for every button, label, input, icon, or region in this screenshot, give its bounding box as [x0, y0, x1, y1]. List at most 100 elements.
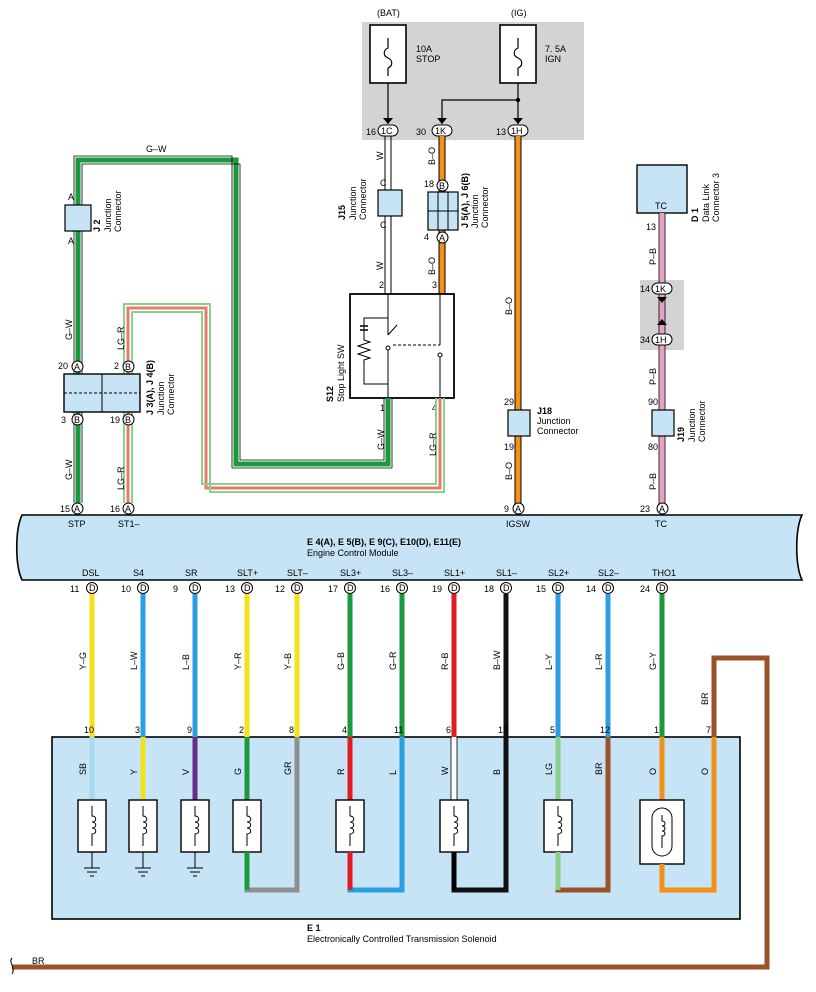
j2-code: J 2	[92, 219, 102, 232]
ecm-bottom-conn-letter: D	[294, 583, 301, 593]
j3-pin-2: 2	[114, 361, 119, 371]
s12-code: S12	[325, 386, 335, 402]
j5-conn-b: B	[439, 181, 445, 191]
wire-label-br2: BR	[32, 956, 45, 966]
j3-name-2: Connector	[166, 373, 176, 415]
ecm-term-stp: STP	[68, 519, 86, 529]
conn-1k-b: 1K	[655, 284, 666, 294]
j2-connector	[64, 204, 92, 232]
pin-90: 90	[648, 397, 658, 407]
solenoid-wire-label: GR	[283, 761, 293, 775]
s12-name: Stop Light SW	[336, 344, 346, 402]
ecm-bottom-pin: 9	[173, 584, 178, 594]
ecm-bottom-wire-label: L–B	[181, 654, 191, 670]
j18-name-1: Junction	[537, 416, 571, 426]
solenoid-pin: 2	[239, 725, 244, 735]
ecm-bottom-term: SR	[185, 568, 198, 578]
coil-symbol	[349, 806, 355, 846]
ecm-bottom-conn	[86, 582, 98, 594]
ecm-conn-a2: A	[125, 504, 131, 514]
solenoid-name: Electronically Controlled Transmission S…	[307, 934, 497, 944]
ecm-bottom-wire-label: L–Y	[544, 654, 554, 670]
fuse-ign-amp: 7. 5A	[545, 44, 566, 54]
ecm-bottom-conn	[189, 582, 201, 594]
ecm-bottom-conn-letter: D	[140, 583, 147, 593]
ecm-bottom-term: SLT–	[287, 568, 308, 578]
ecm-bottom-conn-letter: D	[192, 583, 199, 593]
s12-pin-3: 3	[432, 280, 437, 290]
ecm-name: Engine Control Module	[307, 548, 399, 558]
d1-name-1: Data Link	[701, 183, 711, 222]
solenoid-wire-label: G	[233, 768, 243, 775]
solenoid-pin: 10	[84, 725, 94, 735]
d1-name-2: Connector 3	[711, 173, 721, 222]
wire-label-gw1: G–W	[64, 319, 74, 340]
wire-label-gw-top: G–W	[146, 144, 167, 154]
ecm-bottom-term: SL1+	[444, 568, 465, 578]
wire-label-bo4: B–O	[504, 462, 514, 480]
ecm-bottom-conn-letter: D	[605, 583, 612, 593]
wire-label-gw3: G–W	[376, 429, 386, 450]
fuse-stop-name: STOP	[416, 54, 440, 64]
j3-pin-19: 19	[110, 415, 120, 425]
d1-pin-13: 13	[646, 222, 656, 232]
ig-label: (IG)	[511, 8, 527, 18]
ecm-bottom-conn-letter: D	[347, 583, 354, 593]
ecm-bottom-pin: 16	[380, 584, 390, 594]
j2-pin-a1: A	[68, 192, 74, 202]
solenoid-pin: 6	[446, 725, 451, 735]
j2-pin-a2: A	[68, 236, 74, 246]
j5-code: J 5(A), J 6(B)	[460, 173, 470, 228]
solenoid-wire-label: R	[336, 768, 346, 775]
solenoid-wire-label: BR	[594, 762, 604, 775]
ecm-bottom-conn	[291, 582, 303, 594]
ecm-bottom-term: SL3+	[340, 568, 361, 578]
pin-16: 16	[366, 127, 376, 137]
ecm-bottom-wire-label: G–R	[388, 651, 398, 670]
solenoid-wire-label: W	[440, 766, 450, 775]
ecm-connectors: E 4(A), E 5(B), E 9(C), E10(D), E11(E)	[307, 537, 461, 547]
pin-34: 34	[640, 335, 650, 345]
solenoid-pin: 4	[342, 725, 347, 735]
ecm-bottom-pin: 19	[432, 584, 442, 594]
pin-30: 30	[416, 127, 426, 137]
ecm-bottom-wire-label: G–Y	[648, 652, 658, 670]
wire-label-pb1: P–B	[648, 248, 658, 265]
conn-1k: 1K	[435, 126, 446, 136]
pin-19-j18: 19	[504, 442, 514, 452]
j15-code: J15	[337, 205, 347, 220]
j3-code: J 3(A), J 4(B)	[145, 360, 155, 415]
ecm-bottom-term: SLT+	[237, 568, 258, 578]
pin-18: 18	[424, 179, 434, 189]
ecm-bottom-term: S4	[133, 568, 144, 578]
wire-label-pb3: P–B	[648, 473, 658, 490]
solenoid-wire-label: LG	[544, 763, 554, 775]
ecm-bottom-pin: 14	[586, 584, 596, 594]
j3-conn-b2: B	[74, 415, 80, 425]
ecm-bottom-wire-label: G–B	[336, 652, 346, 670]
ecm-bottom-conn	[241, 582, 253, 594]
pin-80: 80	[648, 442, 658, 452]
ecm-bottom-term: THO1	[652, 568, 676, 578]
ecm-bottom-conn-letter: D	[451, 583, 458, 593]
conn-1h-b: 1H	[655, 335, 667, 345]
pin-13: 13	[496, 127, 506, 137]
engine-control-module	[16, 514, 804, 581]
solenoid-pin: 13	[498, 725, 508, 735]
solenoid-wire-label: B	[492, 769, 502, 775]
ecm-bottom-conn	[344, 582, 356, 594]
ecm-bottom-term: SL2+	[548, 568, 569, 578]
j2-name-1: Junction	[103, 198, 113, 232]
solenoid-pin: 1	[654, 725, 659, 735]
solenoid-pin: 12	[600, 725, 610, 735]
j5-name-2: Connector	[480, 186, 490, 228]
bat-label: (BAT)	[377, 8, 400, 18]
ecm-bottom-wire-label: R–B	[440, 652, 450, 670]
ecm-bottom-conn	[396, 582, 408, 594]
fuse-stop-amp: 10A	[416, 44, 432, 54]
wire-label-w1: W	[375, 151, 385, 160]
ecm-pin-9: 9	[504, 504, 509, 514]
solenoid-wire-label: Y	[129, 769, 139, 775]
stop-light-switch	[349, 293, 455, 399]
ecm-conn-a3: A	[515, 504, 521, 514]
